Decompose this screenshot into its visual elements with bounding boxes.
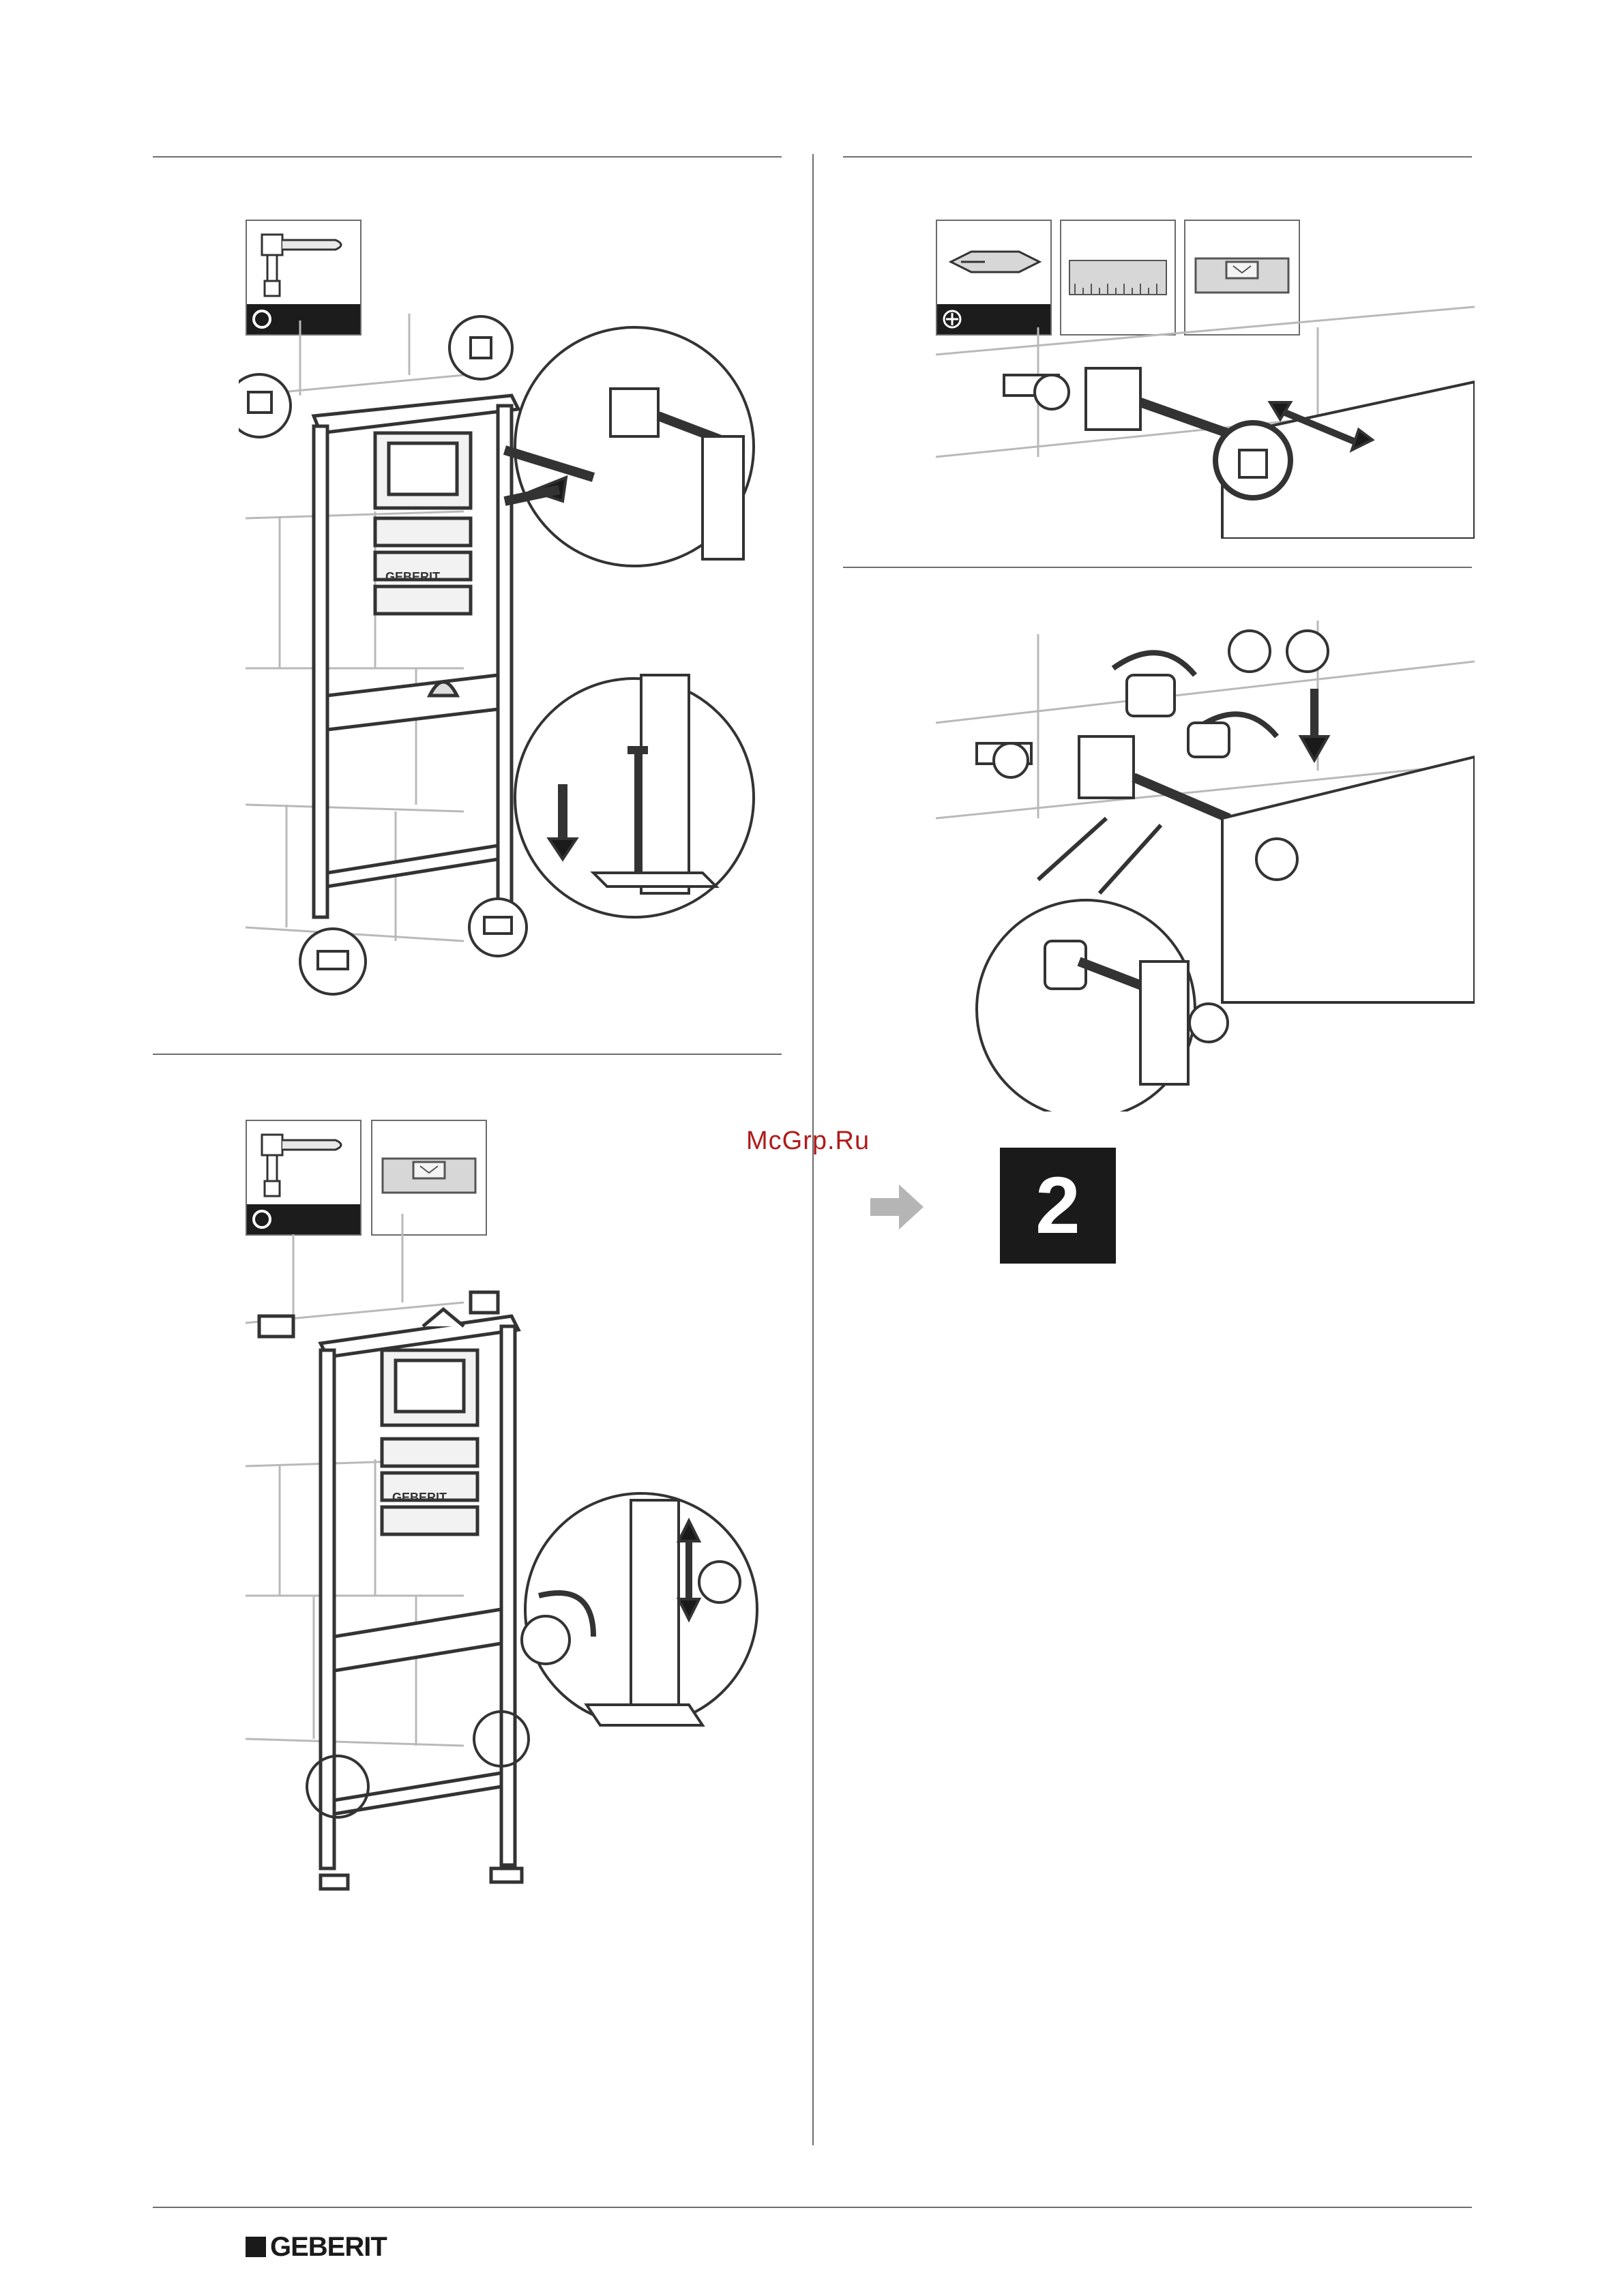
next-step-arrow-icon xyxy=(870,1183,925,1231)
brand-name: GEBERIT xyxy=(270,2232,387,2263)
hex-key-tool-icon xyxy=(247,1121,360,1203)
frame-brand-text: GEBERIT xyxy=(385,570,440,584)
watermark: McGrp.Ru xyxy=(746,1127,870,1156)
step-number-badge: 2 xyxy=(1000,1148,1116,1264)
top-rule-left xyxy=(153,156,782,158)
brand-square-icon xyxy=(246,2237,266,2257)
illustration-frame-leveling: GEBERIT xyxy=(239,1200,778,1909)
illustration-anchor-detail xyxy=(936,621,1475,1112)
illustration-frame-mounting: GEBERIT xyxy=(239,314,778,996)
frame-brand-text: GEBERIT xyxy=(392,1491,447,1504)
footer-rule xyxy=(153,2207,1472,2208)
hex-key-tool-icon xyxy=(247,221,360,303)
phillips-screwdriver-icon xyxy=(937,221,1050,303)
footer-logo: GEBERIT xyxy=(246,2233,387,2261)
illustration-anchor-adjust xyxy=(936,300,1475,539)
top-rule-right xyxy=(843,156,1472,158)
mid-rule-right xyxy=(843,567,1472,568)
mid-rule-left xyxy=(153,1054,782,1055)
